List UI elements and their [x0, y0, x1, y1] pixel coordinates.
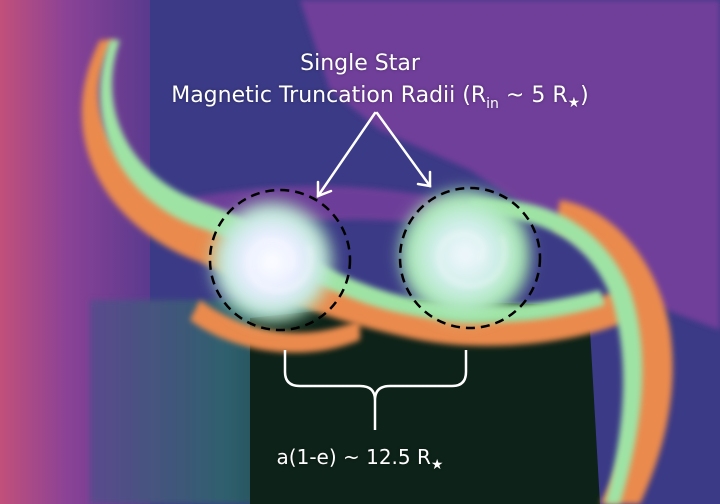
separation-label: a(1-e) ~ 12.5 R★ [276, 445, 444, 473]
left-spiral-arm [246, 238, 313, 292]
right-spiral-arm [437, 232, 507, 288]
orange-rim-bottom [190, 300, 360, 353]
separation-star-symbol: ★ [430, 457, 444, 473]
annotation-title-line2: Magnetic Truncation Radii (Rin ~ 5 R★) [171, 83, 589, 112]
right-truncation-circle [398, 186, 542, 330]
green-stream-right [470, 199, 643, 504]
annotation-title-line1: Single Star [300, 51, 420, 76]
right-star-glow [393, 183, 537, 327]
star-symbol: ★ [567, 95, 581, 111]
arrow-icon [316, 111, 432, 198]
dark-cavity [250, 300, 600, 504]
left-truncation-circle [208, 188, 352, 332]
subscript-in: in [486, 96, 499, 112]
orange-stream-right [555, 200, 673, 504]
left-star-glow [204, 194, 340, 330]
